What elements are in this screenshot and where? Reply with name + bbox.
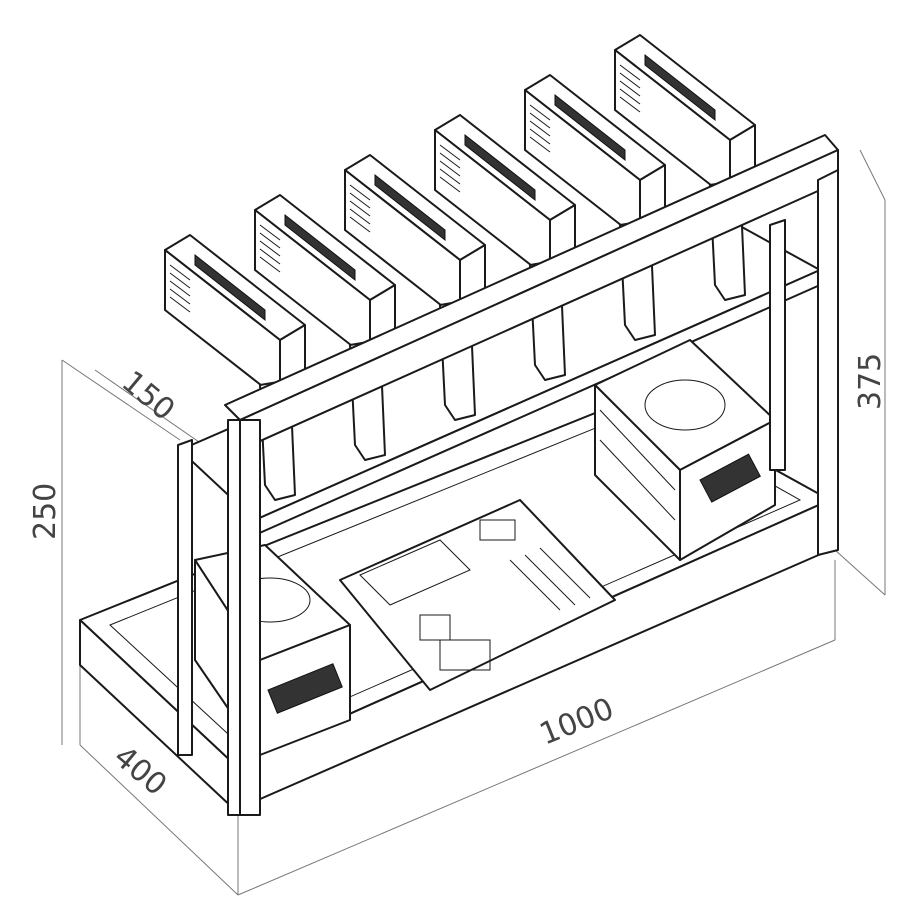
dim-label-1000: 1000 <box>535 691 619 752</box>
dimension-lines <box>61 149 886 896</box>
gpu-group <box>164 34 756 501</box>
dim-label-400: 400 <box>107 739 173 803</box>
dim-label-150: 150 <box>115 364 181 428</box>
dim-label-375: 375 <box>853 353 888 410</box>
dim-label-250: 250 <box>28 483 63 540</box>
motherboard <box>339 499 616 691</box>
frame <box>177 134 839 816</box>
psu-right <box>594 339 776 561</box>
